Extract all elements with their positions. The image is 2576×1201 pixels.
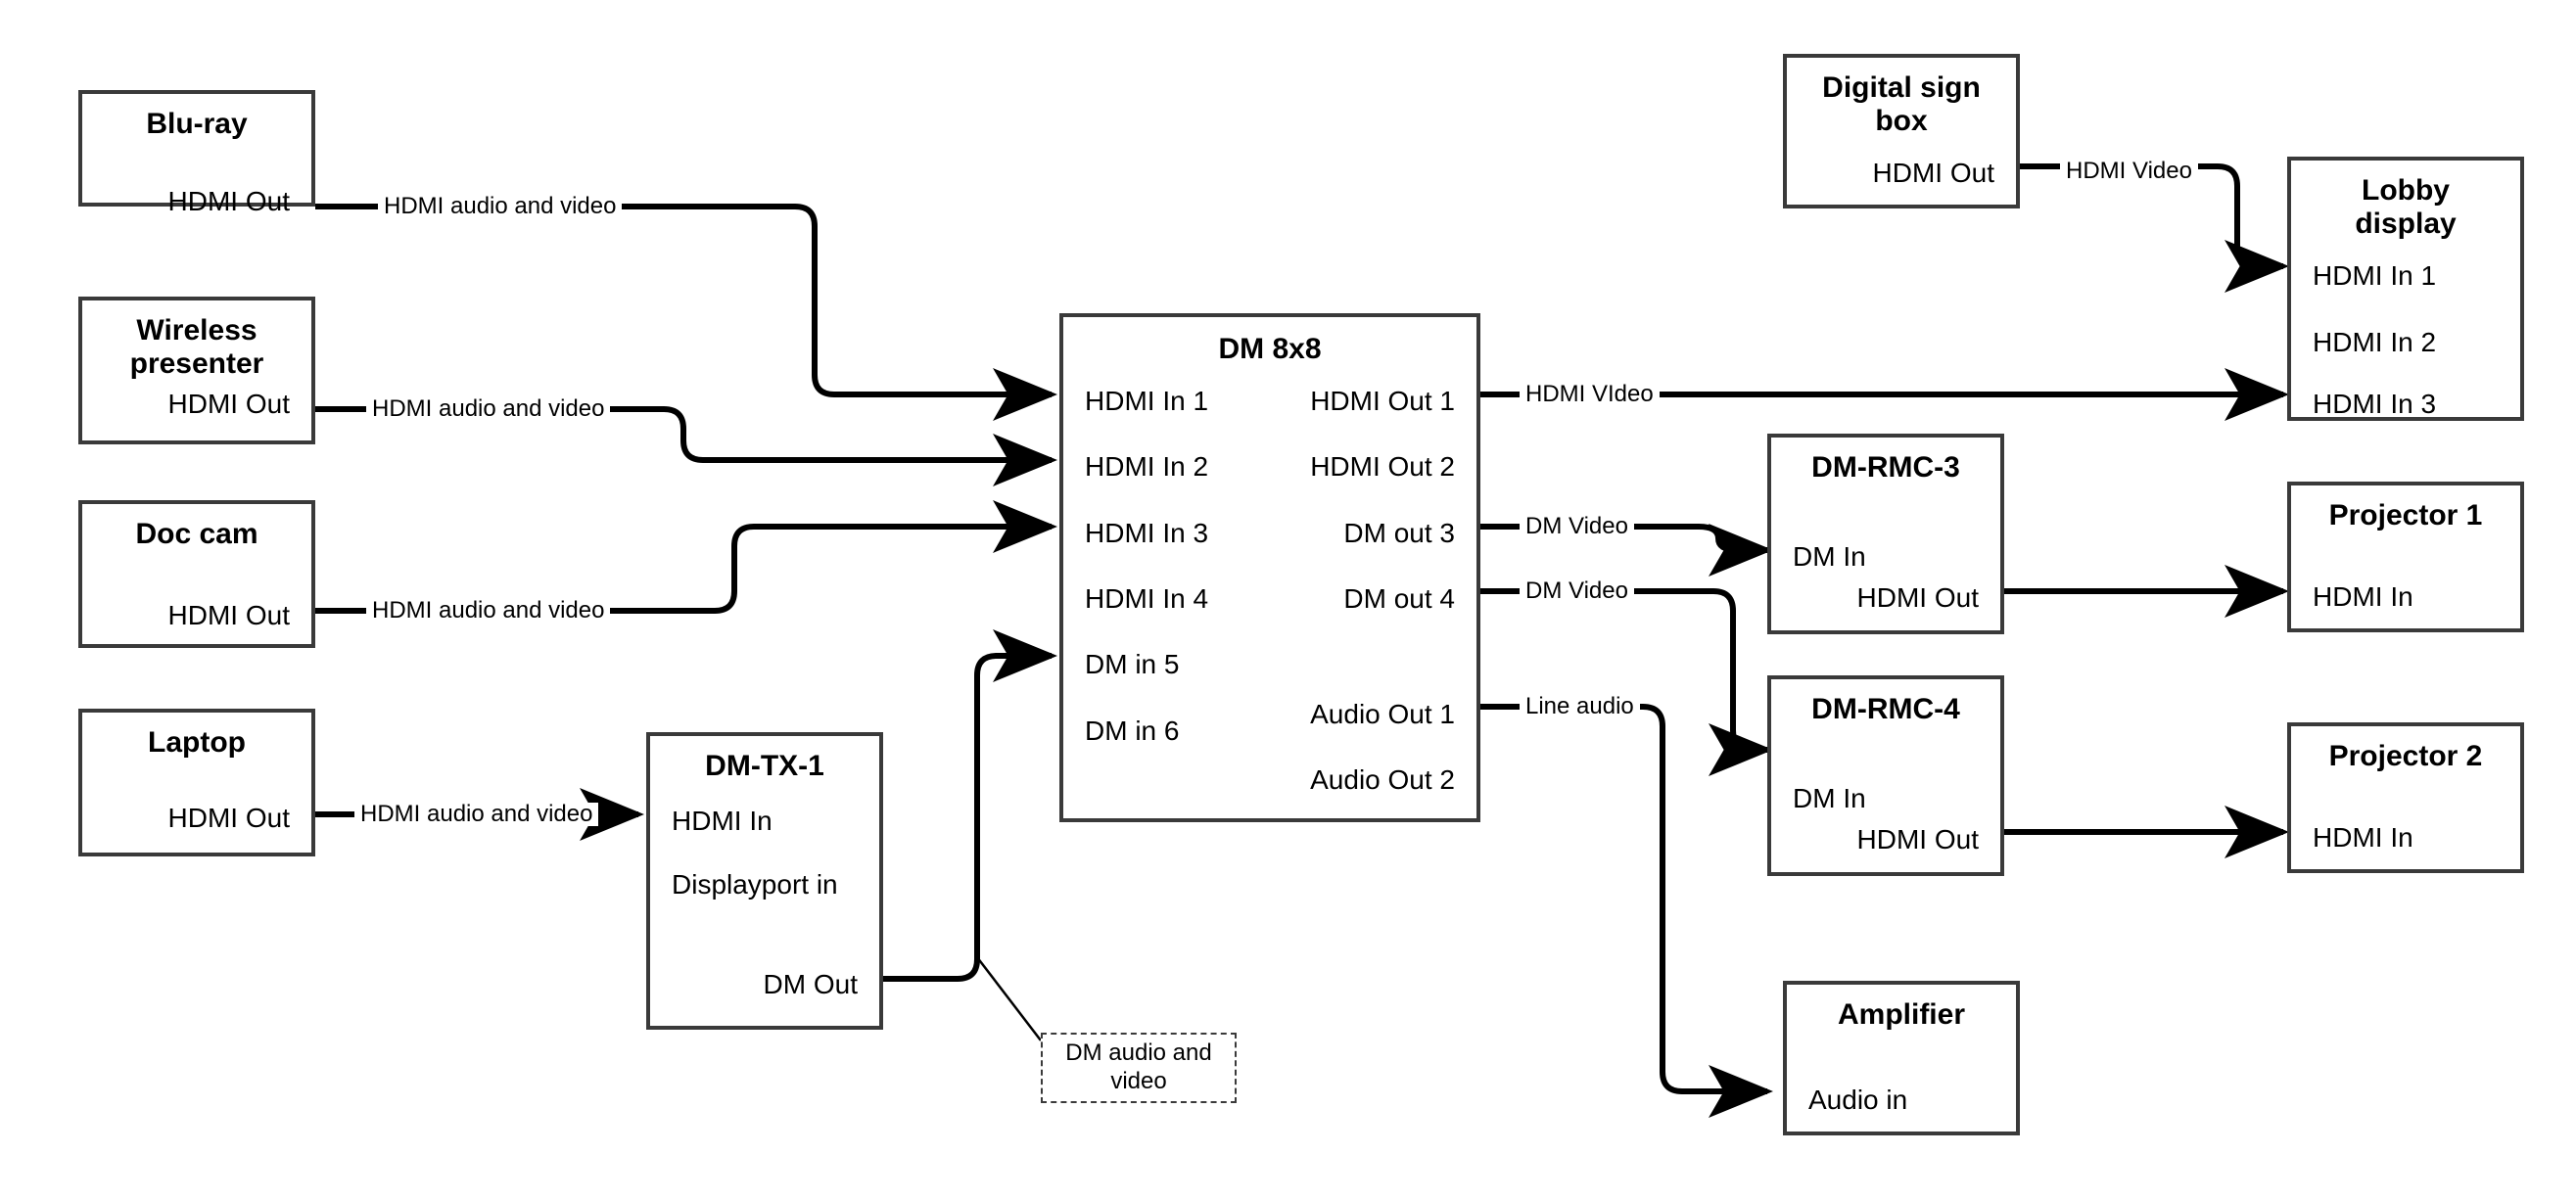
port-hdmi-in-3[interactable]: HDMI In 3 [2313,389,2437,419]
port-dm-in[interactable]: DM In [1793,541,1866,572]
node-title: DM-TX-1 [705,750,824,782]
port-dm-in-5[interactable]: DM in 5 [1085,649,1180,679]
wire-dm-out-4-to-rmc4 [1480,588,1773,776]
wire-label-wireless-to-hdmi-in-2: HDMI audio and video [366,397,611,421]
port-hdmi-out[interactable]: HDMI Out [1872,158,1994,188]
node-digital-sign-box[interactable]: Digital sign box HDMI Out [1783,54,2020,208]
node-title: Lobby display [2355,174,2457,240]
node-title: Blu-ray [146,108,248,140]
port-hdmi-out-2[interactable]: HDMI Out 2 [1310,451,1455,482]
port-hdmi-out[interactable]: HDMI Out [167,186,290,216]
port-hdmi-out[interactable]: HDMI Out [1856,824,1979,855]
wire-audio-out-1-to-amplifier [1480,704,1773,1118]
port-hdmi-in-1[interactable]: HDMI In 1 [2313,260,2437,291]
node-dm-tx-1[interactable]: DM-TX-1 HDMI In Displayport in DM Out [646,732,883,1030]
port-dm-out-3[interactable]: DM out 3 [1343,518,1455,548]
node-doc-cam[interactable]: Doc cam HDMI Out [78,500,315,648]
node-projector-2[interactable]: Projector 2 HDMI In [2287,722,2524,873]
wire-label-dm-out-4-to-rmc4: DM Video [1520,579,1634,603]
node-lobby-display[interactable]: Lobby display HDMI In 1 HDMI In 2 HDMI I… [2287,157,2524,421]
port-hdmi-out[interactable]: HDMI Out [167,389,290,419]
node-wireless-presenter[interactable]: Wireless presenter HDMI Out [78,297,315,444]
wire-label-dm-out-3-to-rmc3: DM Video [1520,515,1634,538]
note-leader-line [976,956,1042,1041]
port-hdmi-in-2[interactable]: HDMI In 2 [2313,327,2437,357]
node-projector-1[interactable]: Projector 1 HDMI In [2287,482,2524,632]
node-laptop[interactable]: Laptop HDMI Out [78,709,315,856]
node-bluray[interactable]: Blu-ray HDMI Out [78,90,315,215]
port-hdmi-out-1[interactable]: HDMI Out 1 [1310,386,1455,416]
port-dm-out[interactable]: DM Out [763,969,858,999]
port-dm-out-4[interactable]: DM out 4 [1343,583,1455,614]
port-hdmi-in[interactable]: HDMI In [672,806,773,836]
wire-label-hdmi-out-1-to-lobby-hdmi-in-3: HDMI VIdeo [1520,383,1660,406]
node-dm-rmc-3[interactable]: DM-RMC-3 DM In HDMI Out [1767,434,2004,634]
port-dm-in[interactable]: DM In [1793,783,1866,813]
note-dm-audio-and-video: DM audio and video [1041,1033,1237,1103]
port-hdmi-in[interactable]: HDMI In [2313,581,2413,612]
wire-label-bluray-to-hdmi-in-1: HDMI audio and video [378,195,623,218]
node-title: DM 8x8 [1218,333,1322,365]
port-displayport-in[interactable]: Displayport in [672,869,838,900]
node-amplifier[interactable]: Amplifier Audio in [1783,981,2020,1135]
node-title: DM-RMC-4 [1811,693,1960,725]
wire-label-doccam-to-hdmi-in-3: HDMI audio and video [366,599,611,623]
wire-bluray-to-hdmi-in-1 [315,204,1057,421]
node-title: Projector 2 [2328,740,2483,772]
wire-label-laptop-to-dmtx1: HDMI audio and video [354,803,599,826]
port-hdmi-in[interactable]: HDMI In [2313,822,2413,853]
node-title: Amplifier [1837,998,1966,1031]
port-dm-in-6[interactable]: DM in 6 [1085,716,1180,746]
port-hdmi-in-1[interactable]: HDMI In 1 [1085,386,1209,416]
wire-label-audio-out-1-to-amplifier: Line audio [1520,695,1640,718]
node-title: Projector 1 [2328,499,2483,531]
node-title: Digital sign box [1822,71,1981,137]
node-dm-rmc-4[interactable]: DM-RMC-4 DM In HDMI Out [1767,675,2004,876]
port-hdmi-in-2[interactable]: HDMI In 2 [1085,451,1209,482]
port-hdmi-out[interactable]: HDMI Out [1856,582,1979,613]
wire-label-sign-to-lobby-hdmi-in-1: HDMI Video [2060,160,2198,183]
port-hdmi-in-3[interactable]: HDMI In 3 [1085,518,1209,548]
port-audio-out-2[interactable]: Audio Out 2 [1310,764,1455,795]
node-title: Laptop [148,726,246,759]
port-audio-in[interactable]: Audio in [1808,1085,1908,1115]
node-dm-8x8[interactable]: DM 8x8 HDMI In 1 HDMI In 2 HDMI In 3 HDM… [1059,313,1480,822]
node-title: Wireless presenter [129,314,264,380]
node-title: DM-RMC-3 [1811,451,1960,484]
port-audio-out-1[interactable]: Audio Out 1 [1310,699,1455,729]
wire-dmtx1-to-dm-in-5 [883,629,1057,982]
port-hdmi-out[interactable]: HDMI Out [167,803,290,833]
port-hdmi-in-4[interactable]: HDMI In 4 [1085,583,1209,614]
node-title: Doc cam [135,518,258,550]
port-hdmi-out[interactable]: HDMI Out [167,600,290,630]
